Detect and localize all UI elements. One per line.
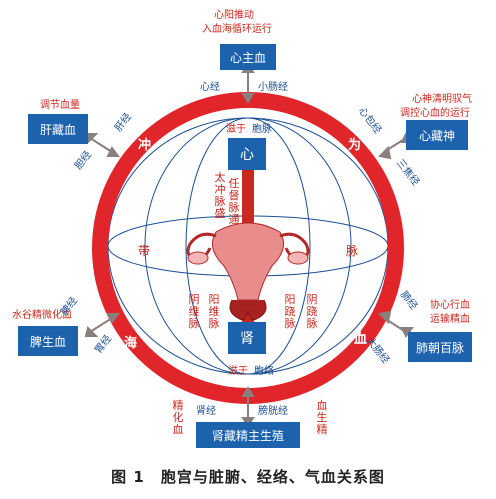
yin-wei-vessel-label: 阴维脉 xyxy=(188,293,200,330)
heart-stores-spirit-box: 心藏神 xyxy=(406,120,468,150)
ring-label-chong: 冲 xyxy=(138,138,152,153)
lung-note-line1: 协心行血 xyxy=(430,300,470,311)
nourish-top-label: 滋于 xyxy=(226,124,246,135)
liver-note: 调节血量 xyxy=(40,100,80,111)
essence-to-blood-note: 精化血 xyxy=(172,399,184,436)
ring-label-hai: 海 xyxy=(124,336,138,351)
yang-qiao-vessel-label: 阳跷脉 xyxy=(284,293,296,330)
nourish-bottom-label: 滋于 xyxy=(228,366,248,377)
uterus-illustration xyxy=(186,222,310,321)
heart-governs-blood-box: 心主血 xyxy=(220,44,276,70)
spleen-generates-blood-box: 脾生血 xyxy=(18,326,78,356)
ring-label-wei: 为 xyxy=(348,138,362,153)
yang-wei-vessel-label: 阳维脉 xyxy=(208,293,220,330)
spirit-note-line2: 调控心血的运行 xyxy=(400,108,470,119)
lung-note-line2: 运输精血 xyxy=(430,314,470,325)
top-note-line2: 入血海循环运行 xyxy=(202,24,272,35)
uterine-vessel-top-label: 胞脉 xyxy=(252,124,272,135)
kidney-stores-essence-box: 肾藏精主生殖 xyxy=(196,422,300,448)
liver-stores-blood-box: 肝藏血 xyxy=(28,114,88,144)
blood-to-essence-note: 血生精 xyxy=(316,399,328,436)
heart-center-box: 心 xyxy=(228,138,266,170)
spirit-note-line1: 心神清明驭气 xyxy=(412,94,472,105)
lung-faces-vessels-box: 肺朝百脉 xyxy=(408,332,472,362)
spleen-note: 水谷精微化血 xyxy=(12,310,72,321)
bladder-channel-label: 膀胱经 xyxy=(258,406,288,417)
uterine-network-bottom-label: 胞络 xyxy=(254,366,274,377)
kidney-center-box: 肾 xyxy=(228,322,266,354)
dai-vessel-left-label: 带 xyxy=(138,244,151,258)
dai-vessel-right-label: 脉 xyxy=(346,244,359,258)
yin-qiao-vessel-label: 阴跷脉 xyxy=(306,293,318,330)
kidney-channel-label: 肾经 xyxy=(196,406,216,417)
heart-channel-label: 心经 xyxy=(200,82,220,93)
figure-caption: 图 1 胞宫与脏腑、经络、气血关系图 xyxy=(111,468,385,486)
ring-label-xue: 血 xyxy=(354,332,368,347)
chong-vessel-label: 太冲脉盛 xyxy=(214,171,226,220)
top-note-line1: 心阳推动 xyxy=(214,10,254,21)
ren-du-vessel-label: 任督脉通 xyxy=(228,177,240,226)
meridian-ellipse-outer xyxy=(144,117,352,375)
small-intestine-label: 小肠经 xyxy=(258,82,288,93)
